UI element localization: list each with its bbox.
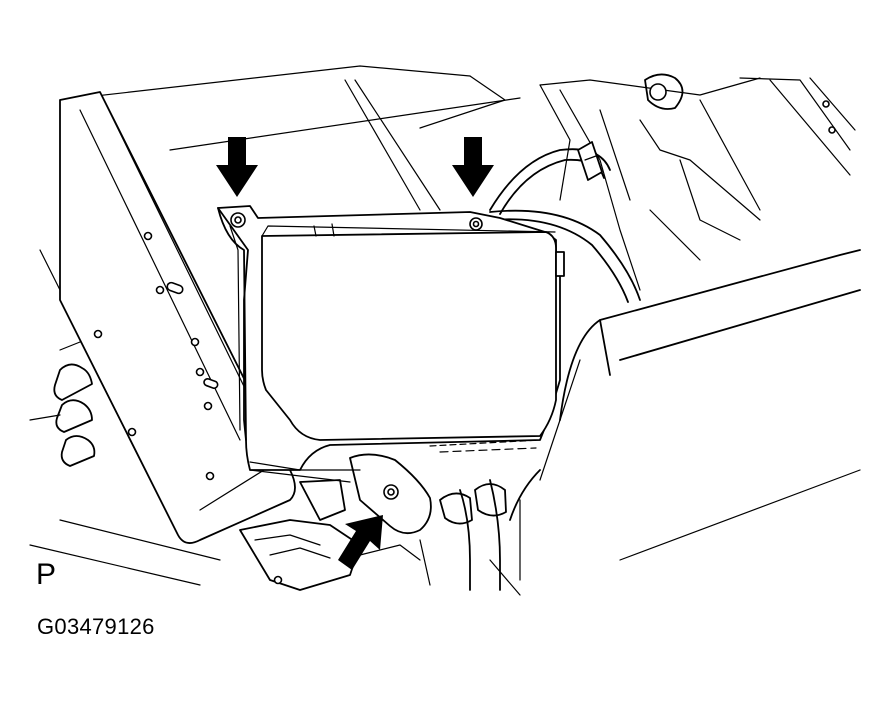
vehicle-floor-structure <box>29 65 861 596</box>
arrow-top-left <box>216 137 258 197</box>
lower-floor-components <box>239 479 507 591</box>
arrow-top-right <box>452 137 494 197</box>
left-floor-bracket <box>53 91 296 544</box>
airbag-sensor-assembly <box>217 205 565 535</box>
view-letter-label: P <box>36 558 57 591</box>
wire-harness <box>459 141 641 591</box>
figure-reference-code: G03479126 <box>37 614 155 639</box>
arrow-bottom <box>338 515 383 570</box>
